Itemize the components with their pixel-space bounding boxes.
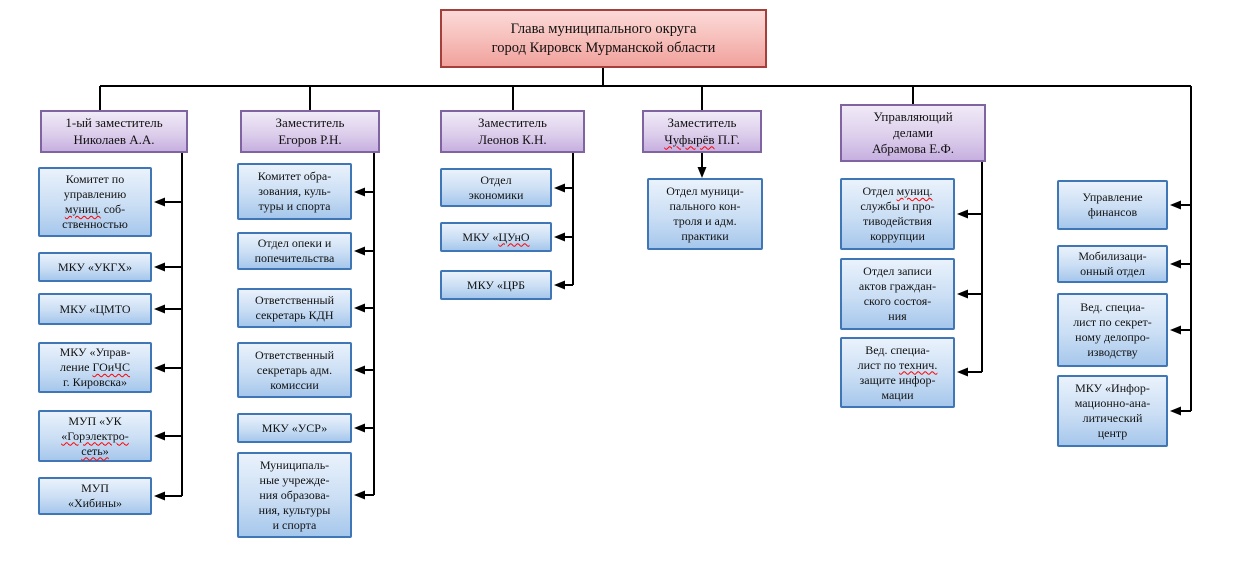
node-label: Ответственный секретарь КДН <box>254 293 335 322</box>
node-label: МКУ «ЦРБ <box>466 277 526 292</box>
node-mku-info-analytics-center: МКУ «Инфор- мационно-ана- литический цен… <box>1057 375 1168 447</box>
node-education-committee: Комитет обра- зования, куль- туры и спор… <box>237 163 352 220</box>
node-mobilization-dept: Мобилизаци- онный отдел <box>1057 245 1168 283</box>
node-guardianship-dept: Отдел опеки и попечительства <box>237 232 352 270</box>
node-label: Комитет обра- зования, куль- туры и спор… <box>257 169 332 213</box>
node-secretary-adm-commission: Ответственный секретарь адм. комиссии <box>237 342 352 398</box>
node-head-of-district: Глава муниципального округа город Кировс… <box>440 9 767 68</box>
node-label: Отдел муниц. службы и про- тиводействия … <box>860 184 935 243</box>
node-label: Мобилизаци- онный отдел <box>1078 249 1147 278</box>
node-label: Глава муниципального округа город Кировс… <box>491 21 716 56</box>
node-economy-dept: Отдел экономики <box>440 168 552 207</box>
node-deputy-nikolaev: 1-ый заместитель Николаев А.А. <box>40 110 188 153</box>
node-label: Комитет по управлению муниц. соб- ственн… <box>62 172 128 231</box>
node-civil-registry-dept: Отдел записи актов граждан- ского состоя… <box>840 258 955 330</box>
node-mku-crb: МКУ «ЦРБ <box>440 270 552 300</box>
node-label: МКУ «ЦУнО <box>462 229 530 244</box>
node-info-security-specialist: Вед. специа- лист по технич. защите инфо… <box>840 337 955 408</box>
node-label: Заместитель Чуфырёв П.Г. <box>664 115 740 147</box>
node-label: Вед. специа- лист по секрет- ному делопр… <box>1073 300 1152 359</box>
node-mup-gorelektroset: МУП «УК «Горэлектро- сеть» <box>38 410 152 462</box>
node-label: Отдел экономики <box>468 172 524 202</box>
node-label: Управление финансов <box>1082 190 1143 219</box>
node-label: Заместитель Егоров Р.Н. <box>275 115 345 147</box>
node-label: Отдел записи актов граждан- ского состоя… <box>858 264 937 323</box>
node-municipal-control-dept: Отдел муници- пального кон- троля и адм.… <box>647 178 763 250</box>
node-service-anticorruption-dept: Отдел муниц. службы и про- тиводействия … <box>840 178 955 250</box>
node-label: Заместитель Леонов К.Н. <box>478 115 547 147</box>
node-label: Ответственный секретарь адм. комиссии <box>254 347 335 392</box>
node-deputy-leonov: Заместитель Леонов К.Н. <box>440 110 585 153</box>
node-manager-abramova: Управляющий делами Абрамова Е.Ф. <box>840 104 986 162</box>
node-label: МУП «Хибины» <box>67 481 123 510</box>
node-label: МКУ «Управ- ление ГОиЧС г. Кировска» <box>59 345 131 389</box>
node-label: МКУ «УКГХ» <box>57 259 133 274</box>
node-label: Отдел муници- пального кон- троля и адм.… <box>666 184 744 243</box>
node-mku-gochs: МКУ «Управ- ление ГОиЧС г. Кировска» <box>38 342 152 393</box>
node-deputy-egorov: Заместитель Егоров Р.Н. <box>240 110 380 153</box>
node-mku-ukgh: МКУ «УКГХ» <box>38 252 152 282</box>
node-deputy-chufyrev: Заместитель Чуфырёв П.Г. <box>642 110 762 153</box>
node-mku-cuno: МКУ «ЦУнО <box>440 222 552 252</box>
node-label: МКУ «ЦМТО <box>59 301 131 316</box>
node-municipal-institutions: Муниципаль- ные учрежде- ния образова- н… <box>237 452 352 538</box>
node-label: Муниципаль- ные учрежде- ния образова- н… <box>258 457 331 532</box>
node-label: МКУ «Инфор- мационно-ана- литический цен… <box>1074 381 1151 440</box>
node-label: 1-ый заместитель Николаев А.А. <box>65 115 163 147</box>
node-label: МУП «УК «Горэлектро- сеть» <box>61 413 129 458</box>
node-mup-khibiny: МУП «Хибины» <box>38 477 152 515</box>
node-property-committee: Комитет по управлению муниц. соб- ственн… <box>38 167 152 237</box>
node-secret-records-specialist: Вед. специа- лист по секрет- ному делопр… <box>1057 293 1168 367</box>
node-finance-directorate: Управление финансов <box>1057 180 1168 230</box>
node-label: Отдел опеки и попечительства <box>254 236 335 265</box>
node-mku-cmto: МКУ «ЦМТО <box>38 293 152 325</box>
node-label: МКУ «УСР» <box>261 420 328 435</box>
node-label: Вед. специа- лист по технич. защите инфо… <box>857 342 938 402</box>
node-mku-usr: МКУ «УСР» <box>237 413 352 443</box>
node-label: Управляющий делами Абрамова Е.Ф. <box>871 108 955 157</box>
node-secretary-kdn: Ответственный секретарь КДН <box>237 288 352 328</box>
